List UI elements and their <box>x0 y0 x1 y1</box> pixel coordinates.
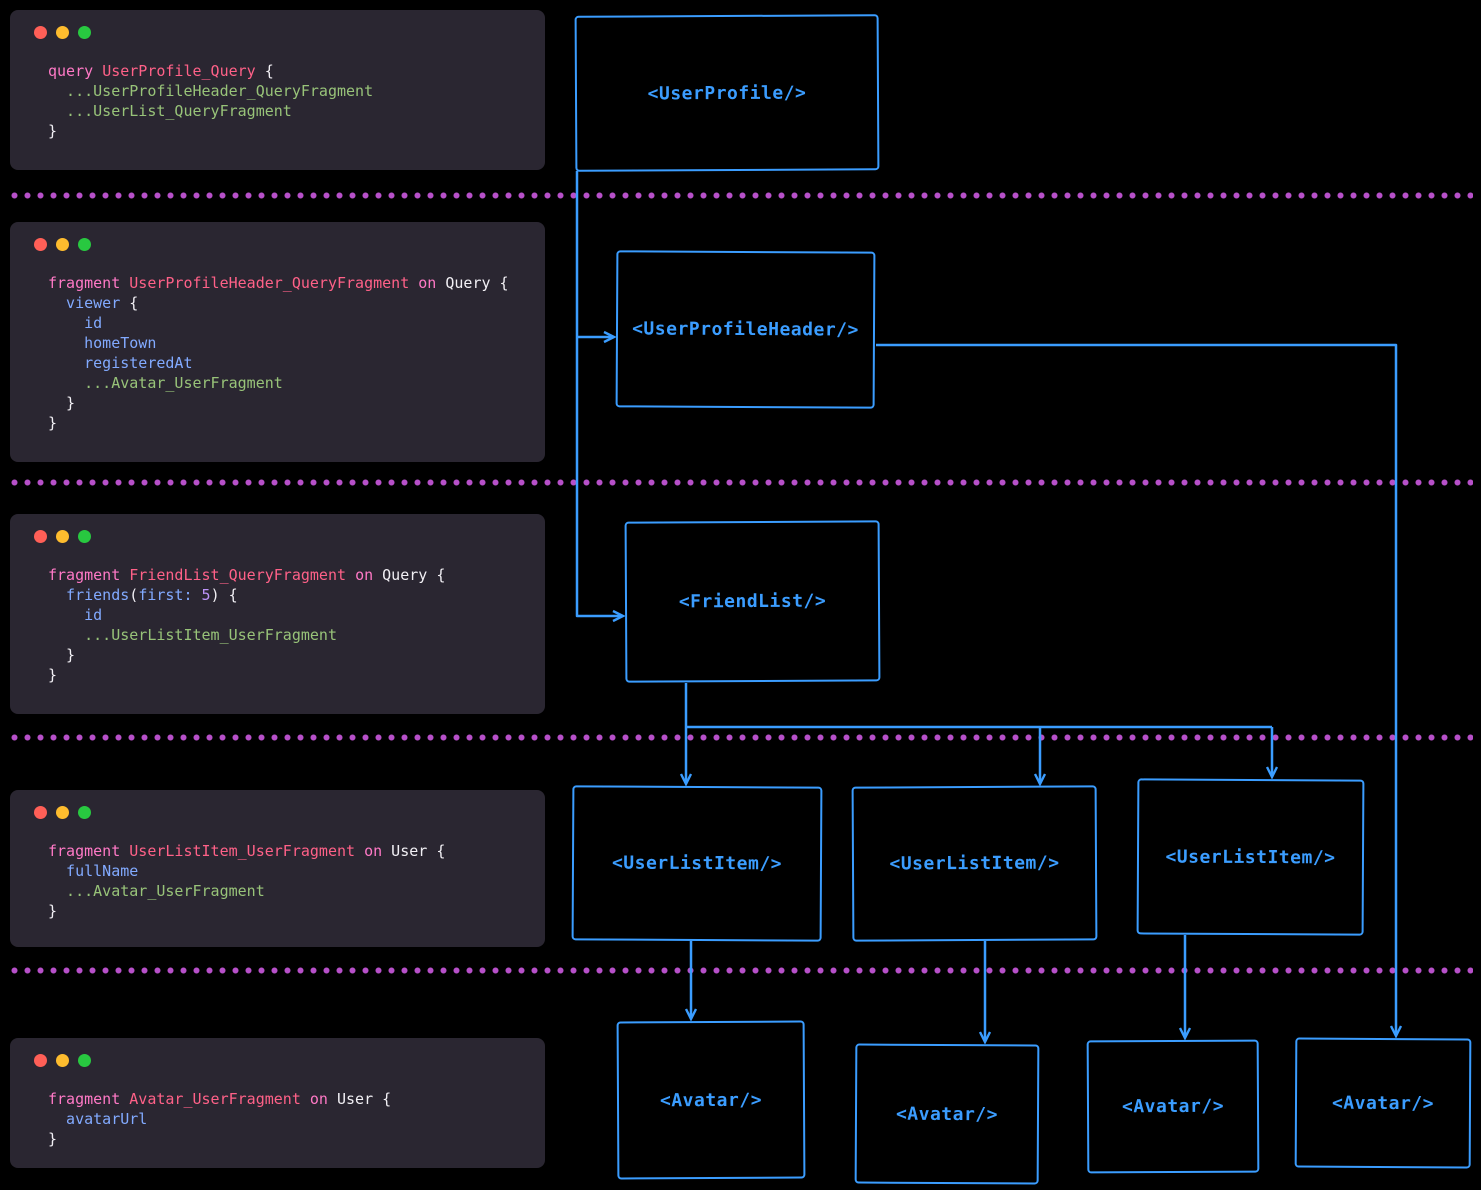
minimize-dot-icon <box>56 1054 69 1067</box>
minimize-dot-icon <box>56 530 69 543</box>
graphql-code-friendlist-fragment: fragment FriendList_QueryFragment on Que… <box>28 565 527 685</box>
code-line: ...UserList_QueryFragment <box>48 102 292 120</box>
code-line: id <box>48 606 103 624</box>
minimize-dot-icon <box>56 26 69 39</box>
code-line: ...Avatar_UserFragment <box>48 374 283 392</box>
code-line: ...UserProfileHeader_QueryFragment <box>48 82 374 100</box>
code-panel-friendlist-fragment: fragment FriendList_QueryFragment on Que… <box>10 514 545 714</box>
code-line: fragment Avatar_UserFragment on User { <box>48 1090 392 1108</box>
component-label: <Avatar/> <box>1331 1092 1435 1114</box>
code-line: } <box>48 902 58 920</box>
code-line: fragment FriendList_QueryFragment on Que… <box>48 566 446 584</box>
window-controls <box>28 238 527 251</box>
graphql-code-userprofileheader-fragment: fragment UserProfileHeader_QueryFragment… <box>28 273 527 433</box>
component-label: <UserListItem/> <box>1165 846 1336 868</box>
dotted-separator <box>8 734 1473 741</box>
code-line: registeredAt <box>48 354 193 372</box>
close-dot-icon <box>34 1054 47 1067</box>
component-avatar-4: <Avatar/> <box>1294 1037 1472 1169</box>
close-dot-icon <box>34 26 47 39</box>
graphql-code-avatar-fragment: fragment Avatar_UserFragment on User { a… <box>28 1089 527 1149</box>
close-dot-icon <box>34 238 47 251</box>
component-avatar-2: <Avatar/> <box>854 1043 1040 1185</box>
code-line: homeTown <box>48 334 157 352</box>
component-label: <FriendList/> <box>678 590 827 613</box>
code-line: } <box>48 122 58 140</box>
maximize-dot-icon <box>78 1054 91 1067</box>
close-dot-icon <box>34 806 47 819</box>
minimize-dot-icon <box>56 806 69 819</box>
component-friendlist: <FriendList/> <box>624 520 881 683</box>
dotted-separator <box>8 967 1473 974</box>
code-line: } <box>48 646 76 664</box>
maximize-dot-icon <box>78 238 91 251</box>
graphql-code-query: query UserProfile_Query { ...UserProfile… <box>28 61 527 141</box>
code-panel-userprofileheader-fragment: fragment UserProfileHeader_QueryFragment… <box>10 222 545 462</box>
component-userlistitem-2: <UserListItem/> <box>851 785 1098 942</box>
dotted-separator <box>8 479 1473 486</box>
code-line: } <box>48 1130 58 1148</box>
component-userlistitem-3: <UserListItem/> <box>1136 778 1365 936</box>
code-panel-query: query UserProfile_Query { ...UserProfile… <box>10 10 545 170</box>
code-line: avatarUrl <box>48 1110 148 1128</box>
component-label: <UserProfileHeader/> <box>632 318 859 341</box>
window-controls <box>28 530 527 543</box>
window-controls <box>28 1054 527 1067</box>
component-label: <Avatar/> <box>659 1089 763 1111</box>
window-controls <box>28 26 527 39</box>
component-userprofile: <UserProfile/> <box>574 14 880 172</box>
maximize-dot-icon <box>78 530 91 543</box>
close-dot-icon <box>34 530 47 543</box>
dotted-separator <box>8 192 1473 199</box>
component-label: <Avatar/> <box>1121 1095 1225 1118</box>
code-line: ...Avatar_UserFragment <box>48 882 265 900</box>
code-panel-userlistitem-fragment: fragment UserListItem_UserFragment on Us… <box>10 790 545 947</box>
component-label: <Avatar/> <box>895 1103 999 1125</box>
minimize-dot-icon <box>56 238 69 251</box>
component-userprofileheader: <UserProfileHeader/> <box>615 250 876 409</box>
code-panel-avatar-fragment: fragment Avatar_UserFragment on User { a… <box>10 1038 545 1168</box>
code-line: friends(first: 5) { <box>48 586 238 604</box>
component-avatar-1: <Avatar/> <box>616 1020 806 1180</box>
code-line: viewer { <box>48 294 139 312</box>
graphql-code-userlistitem-fragment: fragment UserListItem_UserFragment on Us… <box>28 841 527 921</box>
component-label: <UserListItem/> <box>889 852 1060 875</box>
code-line: } <box>48 666 58 684</box>
code-line: fullName <box>48 862 139 880</box>
code-line: ...UserListItem_UserFragment <box>48 626 337 644</box>
code-line: } <box>48 394 76 412</box>
window-controls <box>28 806 527 819</box>
maximize-dot-icon <box>78 26 91 39</box>
component-avatar-3: <Avatar/> <box>1086 1039 1260 1174</box>
code-line: id <box>48 314 103 332</box>
maximize-dot-icon <box>78 806 91 819</box>
code-line: query UserProfile_Query { <box>48 62 274 80</box>
component-label: <UserListItem/> <box>611 852 783 875</box>
code-line: fragment UserListItem_UserFragment on Us… <box>48 842 446 860</box>
component-userlistitem-1: <UserListItem/> <box>571 785 823 942</box>
component-label: <UserProfile/> <box>647 82 807 104</box>
code-line: fragment UserProfileHeader_QueryFragment… <box>48 274 509 292</box>
code-line: } <box>48 414 58 432</box>
